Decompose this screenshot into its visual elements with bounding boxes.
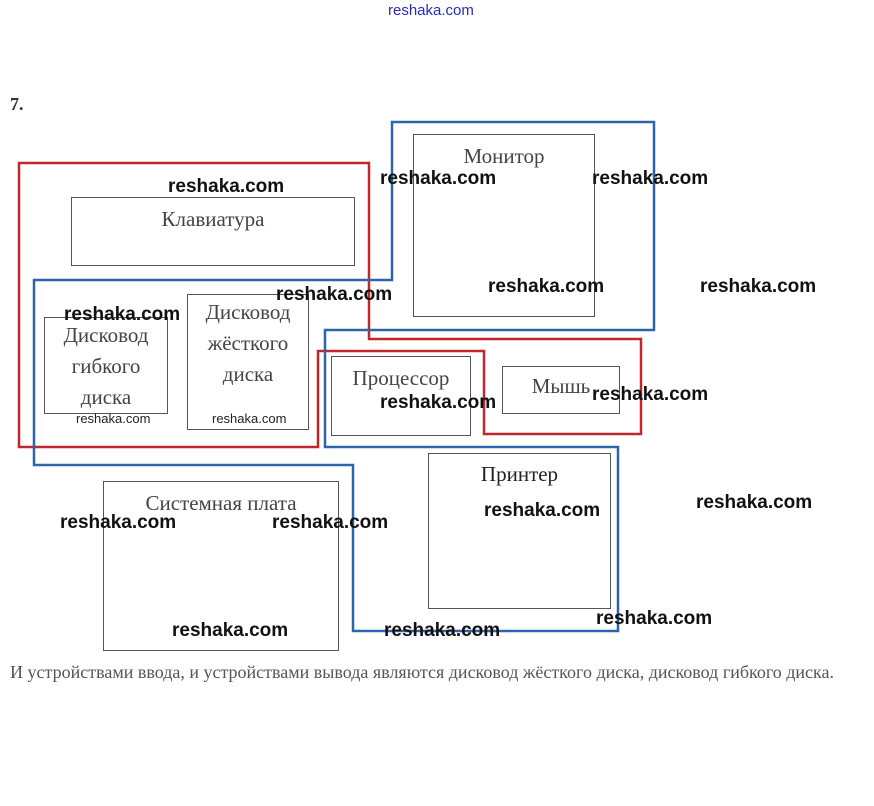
hard-drive-label: Дисковод жёсткого диска	[205, 300, 291, 386]
watermark: reshaka.com	[276, 284, 393, 305]
watermark: reshaka.com	[696, 492, 813, 513]
watermark: reshaka.com	[592, 384, 709, 405]
watermark: reshaka.com	[60, 512, 177, 533]
watermark: reshaka.com	[380, 168, 497, 189]
mouse-box: Мышь	[502, 366, 620, 414]
keyboard-label: Клавиатура	[161, 207, 265, 231]
hard-drive-box: Дисковод жёсткого диска	[187, 294, 309, 430]
floppy-drive-box: Дисковод гибкого диска	[44, 317, 168, 414]
watermark: reshaka.com	[380, 392, 497, 413]
site-link[interactable]: reshaka.com	[388, 2, 474, 19]
motherboard-label: Системная плата	[145, 491, 297, 515]
watermark: reshaka.com	[384, 620, 501, 641]
watermark: reshaka.com	[592, 168, 709, 189]
floppy-drive-label: Дисковод гибкого диска	[63, 323, 149, 409]
keyboard-box: Клавиатура	[71, 197, 355, 266]
answer-text: И устройствами ввода, и устройствами выв…	[10, 662, 835, 682]
watermark: reshaka.com	[212, 411, 287, 426]
printer-box: Принтер	[428, 453, 611, 609]
watermark: reshaka.com	[484, 500, 601, 521]
printer-label: Принтер	[480, 462, 559, 486]
mouse-label: Мышь	[531, 374, 591, 398]
watermark: reshaka.com	[700, 276, 817, 297]
processor-label: Процессор	[352, 366, 450, 390]
processor-box: Процессор	[331, 356, 471, 436]
watermark: reshaka.com	[488, 276, 605, 297]
watermark: reshaka.com	[168, 176, 285, 197]
watermark: reshaka.com	[172, 620, 289, 641]
watermark: reshaka.com	[64, 304, 181, 325]
monitor-box: Монитор	[413, 134, 595, 317]
output-devices-outline	[32, 120, 656, 633]
monitor-label: Монитор	[463, 144, 545, 168]
watermark: reshaka.com	[596, 608, 713, 629]
watermark: reshaka.com	[272, 512, 389, 533]
task-number: 7.	[10, 94, 24, 114]
motherboard-box: Системная плата	[103, 481, 339, 651]
watermark: reshaka.com	[76, 411, 151, 426]
